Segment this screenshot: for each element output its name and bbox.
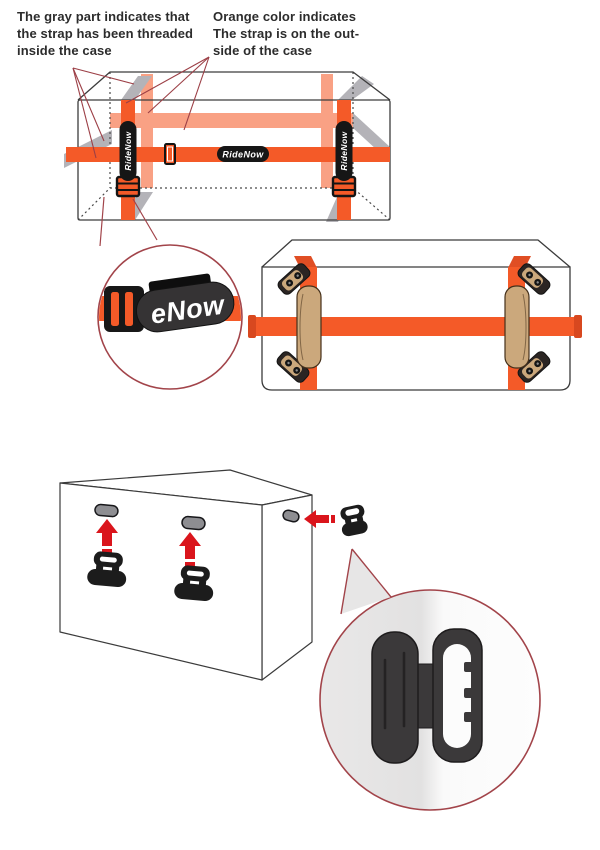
up-arrow-dash-2 [185, 562, 195, 566]
strap-slider-buckle-inner [167, 146, 173, 162]
left-arrow-icon [304, 510, 329, 528]
buckle-zoom-callout [319, 548, 541, 811]
gray-note-line-a [72, 67, 135, 85]
inside-strap-top-left [121, 76, 152, 100]
case2-strap-end-right [574, 315, 582, 338]
hidden-edges [77, 72, 391, 221]
handle-clip-top-right [517, 263, 551, 295]
annotation-lines [72, 56, 210, 159]
case2-strap-end-left [248, 315, 256, 338]
zoom-clip-pad-grooves [383, 651, 406, 730]
brand-pill-vertical-left: RideNow [119, 121, 137, 181]
inside-strap-top-right [338, 76, 374, 100]
brand-pill-horizontal: RideNow [217, 146, 269, 162]
handle-clip-bottom-right [517, 351, 551, 383]
strap-slot-front-1 [94, 503, 119, 518]
wireframe-case-diagram: RideNow RideNow RideNow [64, 71, 391, 222]
strap-slot-side [282, 509, 300, 523]
orange-note-line2: The strap is on the out- [213, 26, 360, 41]
buckle-clip-front-2 [174, 565, 214, 602]
brand-pill-vertical-right: RideNow [335, 121, 353, 181]
case2-top-face [261, 239, 571, 268]
zoom-clip-pad [371, 631, 419, 764]
brand-text-horizontal: RideNow [222, 150, 264, 160]
buckle-insert-diagram [59, 469, 368, 681]
gray-note-line-b [72, 67, 105, 142]
left-arrow-dash [331, 515, 335, 523]
gray-strap-note: The gray part indicates that the strap h… [17, 8, 193, 59]
callout-tail-edges [340, 548, 392, 615]
carry-handle-left [276, 263, 322, 383]
far-strap-horizontal [110, 113, 353, 128]
gray-note-line3: inside the case [17, 43, 112, 58]
brand-text-right: RideNow [339, 130, 349, 170]
carry-handle-right [504, 263, 551, 383]
up-arrow-dash-1 [102, 549, 112, 553]
callout-wedge-lines [99, 196, 158, 247]
strap-slot-front-2 [181, 515, 206, 531]
zoom-clip-notch-3 [464, 712, 473, 722]
brand-text-left: RideNow [123, 130, 133, 170]
zoom-buckle-clip [371, 628, 483, 764]
far-strap-vertical-right [321, 74, 333, 188]
case-with-handles-diagram [248, 239, 582, 391]
zoom-brand-pill: eNow [135, 273, 235, 333]
handle-bar-right [504, 285, 530, 369]
gray-note-line-c [72, 67, 97, 159]
buckle-clip-side [340, 504, 368, 537]
up-arrow-icon-1 [96, 519, 118, 546]
orange-note-line-c [183, 56, 210, 131]
gray-note-line2: the strap has been threaded [17, 26, 194, 41]
handle-bar-left [296, 285, 322, 369]
zoom-clip-notch-2 [464, 688, 473, 698]
orange-note-line3: side of the case [213, 43, 313, 58]
orange-note-line1: Orange color indicates [213, 9, 357, 24]
handle-bar-right-crease [522, 293, 527, 361]
callout-tail [341, 549, 391, 614]
zoom-ladder-buckle [104, 286, 144, 332]
orange-note-line-b [147, 56, 210, 114]
case2-strap-horizontal [252, 317, 578, 336]
gray-note-line1: The gray part indicates that [17, 9, 190, 24]
orange-note-line-a [125, 56, 210, 104]
up-arrow-icon-2 [179, 532, 201, 559]
handle-clip-top-left [277, 263, 311, 295]
buckle-clip-front-1 [87, 551, 127, 588]
insert-arrows [96, 510, 335, 566]
orange-strap-note: Orange color indicates The strap is on t… [213, 8, 359, 59]
handle-clip-bottom-left [276, 351, 310, 383]
case3-right-face [261, 494, 313, 681]
zoom-clip-notch-1 [464, 662, 473, 672]
strap-zoom-callout: eNow [97, 196, 243, 390]
handle-bar-left-crease [299, 293, 304, 361]
